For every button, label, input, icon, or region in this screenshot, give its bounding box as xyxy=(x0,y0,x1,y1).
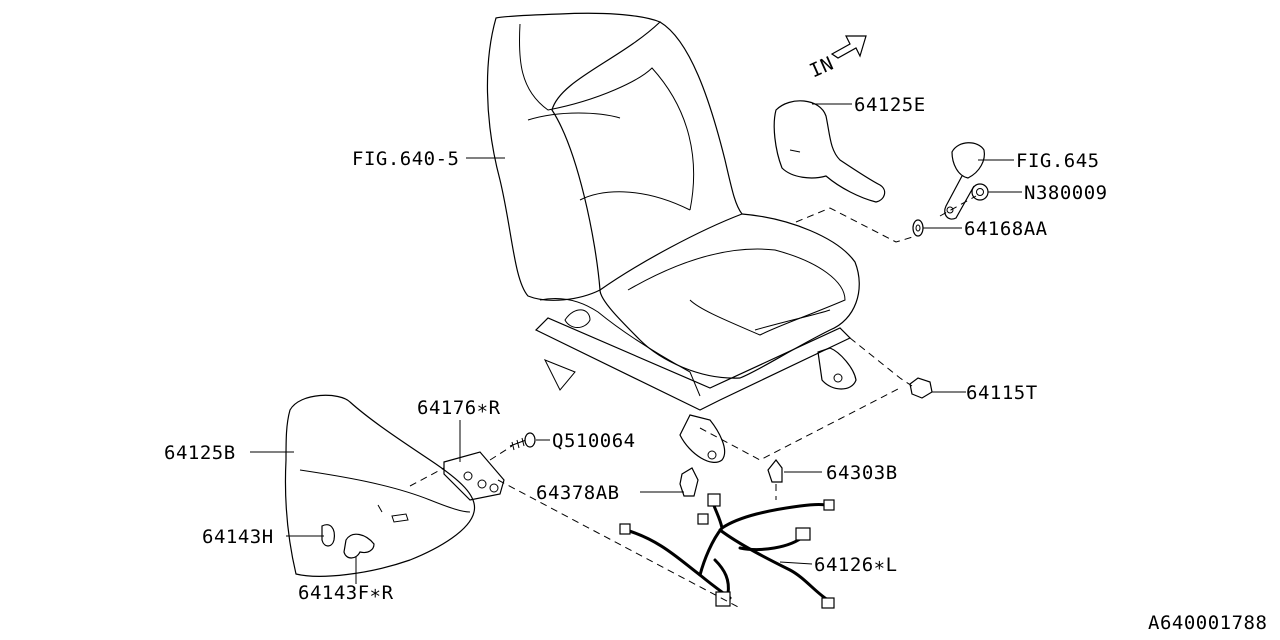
seat-cushion-panel xyxy=(627,248,846,336)
harness-main-2 xyxy=(698,503,832,577)
knob-small-outline xyxy=(321,524,335,547)
connector-3 xyxy=(821,597,835,609)
label-n380009: N380009 xyxy=(1024,182,1108,204)
label-64143H: 64143H xyxy=(202,526,274,548)
harness-branch-3 xyxy=(713,558,730,596)
part-64143F-knob xyxy=(343,533,375,559)
label-fig645: FIG.645 xyxy=(1016,150,1100,172)
label-fig640-5: FIG.640-5 xyxy=(352,148,459,170)
seat-frame-bolt-hole xyxy=(707,450,717,460)
recliner-mechanism xyxy=(564,309,591,328)
dash-screw xyxy=(489,445,513,461)
seat-frame-leg-front xyxy=(679,414,726,463)
label-64168AA: 64168AA xyxy=(964,218,1048,240)
part-n380009-nut xyxy=(971,183,989,201)
seat-back-outline xyxy=(486,12,662,301)
side-cover-contour xyxy=(299,469,471,513)
dash-switch-harness xyxy=(497,479,741,609)
part-64125B-side-cover xyxy=(284,394,476,577)
cover-upper-right-outline xyxy=(773,100,886,203)
seat-frame-leg-rear xyxy=(817,347,857,390)
seat-frame-rail xyxy=(534,317,852,411)
switch-button-3 xyxy=(489,483,499,493)
part-q510064-screw xyxy=(509,432,536,451)
dash-clip-64115T xyxy=(849,337,913,387)
part-64126L-harness xyxy=(619,493,835,609)
part-64115T-clip xyxy=(909,377,933,399)
seat-cushion-seam xyxy=(754,309,831,331)
part-64303B-clip xyxy=(767,459,783,483)
label-64303B: 64303B xyxy=(826,462,898,484)
callout-labels: FIG.640-5 64125E FIG.645 N380009 64168AA… xyxy=(164,94,1267,634)
part-64125E-cover xyxy=(773,100,886,203)
label-64126L: 64126∗L xyxy=(814,554,898,576)
seat-cushion-outline xyxy=(599,213,860,379)
side-cover-knob-slot xyxy=(377,504,383,513)
screw-threads xyxy=(511,437,525,451)
belt-anchor-hole xyxy=(946,206,954,214)
seat-frame-side xyxy=(539,298,701,397)
seat-back-side xyxy=(659,21,743,215)
dash-switch-cover xyxy=(409,467,445,487)
connector-7 xyxy=(697,513,709,525)
connector-1 xyxy=(619,523,631,535)
screw-head xyxy=(524,432,536,448)
washer-outer xyxy=(912,219,924,237)
part-64378AB-clip xyxy=(679,467,699,497)
label-64125B: 64125B xyxy=(164,442,236,464)
connector-6 xyxy=(707,493,721,507)
clip-64378AB-outline xyxy=(679,467,699,497)
part-64143H-knob xyxy=(321,524,335,547)
side-cover-outline xyxy=(284,394,476,577)
nut-inner xyxy=(976,188,984,196)
clip-64303B-outline xyxy=(767,459,783,483)
in-direction-label: IN xyxy=(806,53,837,83)
knob-large-outline xyxy=(343,533,375,559)
label-64125E: 64125E xyxy=(854,94,926,116)
harness-main-3 xyxy=(718,528,830,602)
in-direction-arrow: IN xyxy=(806,35,867,83)
seat-back-seam-lower xyxy=(579,191,691,211)
leader-64126L xyxy=(779,561,813,565)
label-64378AB: 64378AB xyxy=(536,482,620,504)
connector-5 xyxy=(795,527,811,541)
part-fig645-belt-anchor xyxy=(944,142,985,220)
side-cover-switch-slot xyxy=(391,513,409,523)
label-64115T: 64115T xyxy=(966,382,1038,404)
belt-anchor-head xyxy=(951,142,985,179)
cover-detail xyxy=(789,149,801,153)
label-64143FR: 64143F∗R xyxy=(298,582,394,604)
seat-frame-bracket-left xyxy=(543,359,576,391)
arrow-outline xyxy=(830,35,867,59)
seat-back-panel xyxy=(518,23,695,211)
switch-button-1 xyxy=(463,471,473,481)
seat-back-seam xyxy=(527,112,621,121)
connector-4 xyxy=(823,499,835,511)
leader-lines xyxy=(250,103,1022,584)
label-64176R: 64176∗R xyxy=(417,397,501,419)
part-64176R-switch xyxy=(443,451,505,501)
part-64168AA-washer xyxy=(912,219,924,237)
assembly-dashed-lines xyxy=(409,195,977,609)
seat-frame-bolt-hole-rear xyxy=(833,373,843,383)
switch-button-2 xyxy=(477,479,487,489)
dash-nut xyxy=(939,195,977,217)
switch-body xyxy=(443,451,505,501)
drawing-number: A640001788 xyxy=(1148,612,1267,634)
belt-anchor-arm xyxy=(944,175,975,220)
clip-outline xyxy=(909,377,933,399)
dash-floor xyxy=(699,387,901,461)
dash-washer xyxy=(795,207,917,243)
nut-outer xyxy=(971,183,989,201)
label-q510064: Q510064 xyxy=(552,430,636,452)
washer-inner xyxy=(915,224,921,232)
seat-assembly xyxy=(486,12,860,463)
